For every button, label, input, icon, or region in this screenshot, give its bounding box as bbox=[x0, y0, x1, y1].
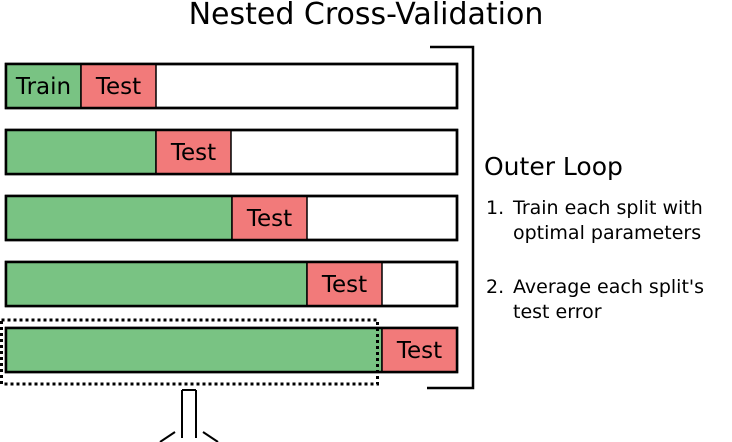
outer-loop-bracket bbox=[427, 45, 475, 390]
test-segment bbox=[231, 195, 308, 241]
step-1-line-2: optimal parameters bbox=[513, 222, 701, 244]
fold-bar-border bbox=[4, 62, 459, 110]
fold-row-3: Test bbox=[4, 194, 459, 242]
down-arrow-icon bbox=[159, 389, 219, 442]
train-label: Train bbox=[15, 74, 71, 100]
test-label: Test bbox=[95, 74, 141, 100]
fold-row-1: Train Test bbox=[4, 62, 459, 110]
train-segment bbox=[5, 261, 308, 307]
fold-row-4: Test bbox=[4, 260, 459, 308]
fold-bar-border bbox=[4, 260, 459, 308]
selected-split-dotted-box bbox=[0, 318, 379, 386]
step-2-line-1: Average each split's bbox=[513, 276, 704, 298]
step-2-line-2: test error bbox=[513, 301, 602, 323]
test-label: Test bbox=[170, 140, 216, 166]
step-1-number: 1. bbox=[486, 197, 504, 219]
step-1-line-1: Train each split with bbox=[512, 197, 703, 219]
train-segment bbox=[5, 129, 157, 175]
fold-bar-border bbox=[4, 194, 459, 242]
test-label: Test bbox=[321, 272, 367, 298]
fold-row-5: Test bbox=[4, 326, 459, 374]
test-label: Test bbox=[246, 206, 292, 232]
fold-bar-border bbox=[4, 128, 459, 176]
fold-row-2: Test bbox=[4, 128, 459, 176]
diagram-title: Nested Cross-Validation bbox=[189, 0, 544, 32]
train-segment bbox=[5, 63, 82, 109]
test-segment bbox=[306, 261, 383, 307]
fold-bar-border bbox=[4, 326, 459, 374]
train-segment bbox=[5, 195, 233, 241]
outer-loop-heading: Outer Loop bbox=[484, 152, 623, 181]
train-segment bbox=[5, 327, 383, 373]
test-label: Test bbox=[396, 338, 442, 364]
step-2-number: 2. bbox=[486, 276, 504, 298]
